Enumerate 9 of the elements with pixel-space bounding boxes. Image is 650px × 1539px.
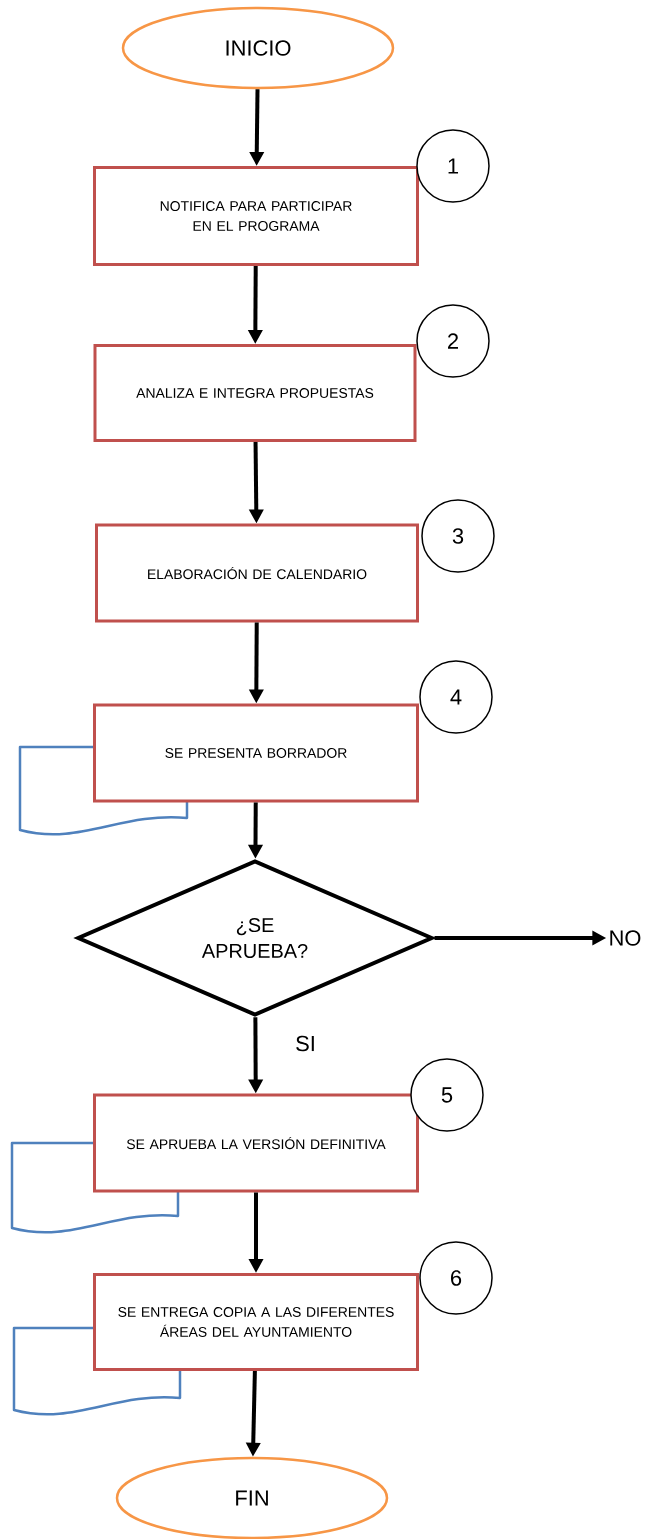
terminal-oval: INICIO (121, 6, 395, 90)
process-box: ANALIZA E INTEGRA PROPUESTAS (93, 344, 417, 442)
edge-label: SI (293, 1033, 318, 1054)
process-box: ELABORACIÓN DE CALENDARIO (95, 523, 419, 623)
process-box: SE APRUEBA LA VERSIÓN DEFINITIVA (93, 1093, 419, 1193)
process-box: NOTIFICA PARA PARTICIPAR EN EL PROGRAMA (93, 166, 419, 266)
outcome-text: NO (610, 930, 641, 946)
process-box: SE ENTREGA COPIA A LAS DIFERENTES ÁREAS DEL AYUNTAMIENTO (93, 1273, 419, 1371)
process-box: SE PRESENTA BORRADOR (93, 703, 419, 803)
